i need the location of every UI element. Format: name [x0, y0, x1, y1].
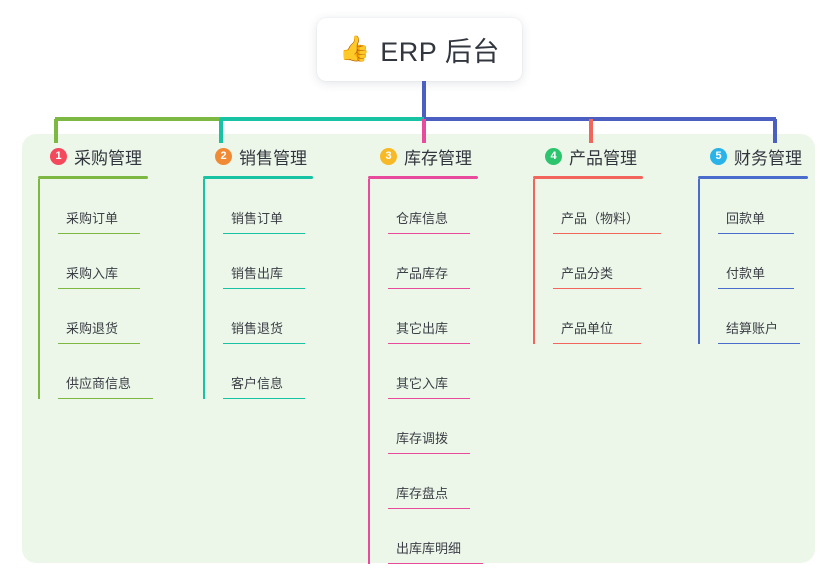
- branch-badge-2: 2: [215, 147, 232, 165]
- branch-item-label: 客户信息: [231, 376, 284, 391]
- branch-item-label: 采购入库: [66, 266, 119, 281]
- branch-badge-1: 1: [50, 147, 67, 165]
- branch-item-label: 产品库存: [396, 266, 449, 281]
- branch-item-label: 其它入库: [396, 376, 449, 391]
- root-node-label: ERP 后台: [380, 37, 500, 67]
- branch-item-underline: [388, 562, 483, 564]
- diagram-panel-background: [22, 134, 815, 563]
- branch-header-3[interactable]: 3 库存管理: [368, 143, 478, 179]
- branch-item-label: 库存调拨: [396, 431, 449, 446]
- branch-item-spine: [368, 399, 370, 454]
- branch-column-1: 1 采购管理采购订单采购入库采购退货供应商信息: [38, 143, 153, 399]
- branch-item-underline: [388, 232, 470, 234]
- root-node-card[interactable]: 👍 ERP 后台: [317, 18, 522, 81]
- branch-title-2: 销售管理: [239, 148, 307, 168]
- branch-item-underline: [553, 232, 661, 234]
- branch-item-label: 销售订单: [231, 211, 284, 226]
- branch-item-underline: [223, 287, 305, 289]
- branch-item-label: 供应商信息: [66, 376, 132, 391]
- branch-badge-3: 3: [380, 147, 397, 165]
- branch-column-5: 5 财务管理回款单付款单结算账户: [698, 143, 808, 344]
- branch-underline-5: [698, 176, 808, 179]
- branch-title-3: 库存管理: [404, 148, 472, 168]
- branch-badge-5: 5: [710, 147, 727, 165]
- branch-item-underline: [718, 287, 794, 289]
- branch-underline-1: [38, 176, 148, 179]
- branch-item-spine: [368, 234, 370, 289]
- branch-item-spine: [203, 344, 205, 399]
- branch-item-label: 结算账户: [726, 321, 779, 336]
- branch-item-spine: [698, 289, 700, 344]
- branch-item-underline: [388, 342, 470, 344]
- branch-item-spine: [368, 289, 370, 344]
- branch-item-spine: [368, 344, 370, 399]
- branch-column-3: 3 库存管理仓库信息产品库存其它出库其它入库库存调拨库存盘点出库库明细: [368, 143, 483, 564]
- branch-item-label: 付款单: [726, 266, 766, 281]
- branch-item-spine: [533, 289, 535, 344]
- branch-item-label: 出库库明细: [396, 541, 462, 556]
- branch-item-spine: [368, 179, 370, 234]
- branch-column-4: 4 产品管理产品（物料） 产品分类产品单位: [533, 143, 661, 344]
- branch-item-underline: [58, 232, 140, 234]
- branch-header-5[interactable]: 5 财务管理: [698, 143, 808, 179]
- branch-item-spine: [368, 454, 370, 509]
- branch-item-underline: [388, 452, 470, 454]
- branch-item-underline: [58, 287, 140, 289]
- branch-item-spine: [533, 234, 535, 289]
- branch-item-underline: [388, 397, 470, 399]
- branch-item-underline: [223, 342, 305, 344]
- branch-badge-4: 4: [545, 147, 562, 165]
- branch-item-spine: [203, 234, 205, 289]
- branch-item-underline: [553, 342, 641, 344]
- branch-item-spine: [38, 344, 40, 399]
- branch-item-underline: [58, 342, 140, 344]
- branch-item-underline: [718, 232, 794, 234]
- branch-item-label: 产品单位: [561, 321, 614, 336]
- branch-item-label: 回款单: [726, 211, 766, 226]
- branch-underline-4: [533, 176, 643, 179]
- branch-item-underline: [388, 287, 470, 289]
- branch-item-underline: [553, 287, 641, 289]
- branch-item-label: 库存盘点: [396, 486, 449, 501]
- branch-item-underline: [223, 397, 305, 399]
- branch-title-1: 采购管理: [74, 148, 142, 168]
- branch-underline-3: [368, 176, 478, 179]
- branch-item-label: 仓库信息: [396, 211, 449, 226]
- branch-header-4[interactable]: 4 产品管理: [533, 143, 643, 179]
- branch-header-1[interactable]: 1 采购管理: [38, 143, 148, 179]
- branch-item-spine: [698, 234, 700, 289]
- branch-title-4: 产品管理: [569, 148, 637, 168]
- branch-item-spine: [203, 289, 205, 344]
- branch-item-underline: [223, 232, 305, 234]
- branch-item-label: 销售退货: [231, 321, 284, 336]
- branch-item-label: 销售出库: [231, 266, 284, 281]
- branch-item-spine: [533, 179, 535, 234]
- thumbs-up-icon: 👍: [339, 35, 371, 63]
- branch-title-5: 财务管理: [734, 148, 802, 168]
- branch-item-spine: [698, 179, 700, 234]
- branch-item-label: 产品（物料）: [561, 211, 640, 226]
- branch-underline-2: [203, 176, 313, 179]
- branch-item-label: 产品分类: [561, 266, 614, 281]
- branch-item-spine: [203, 179, 205, 234]
- branch-item-spine: [38, 234, 40, 289]
- branch-item-label: 其它出库: [396, 321, 449, 336]
- branch-item-spine: [368, 509, 370, 564]
- branch-header-2[interactable]: 2 销售管理: [203, 143, 313, 179]
- branch-item-spine: [38, 179, 40, 234]
- branch-item-underline: [718, 342, 800, 344]
- branch-column-2: 2 销售管理销售订单销售出库销售退货客户信息: [203, 143, 313, 399]
- branch-item-label: 采购退货: [66, 321, 119, 336]
- branch-item-label: 采购订单: [66, 211, 119, 226]
- branch-item-underline: [388, 507, 470, 509]
- branch-item-spine: [38, 289, 40, 344]
- branch-item-underline: [58, 397, 153, 399]
